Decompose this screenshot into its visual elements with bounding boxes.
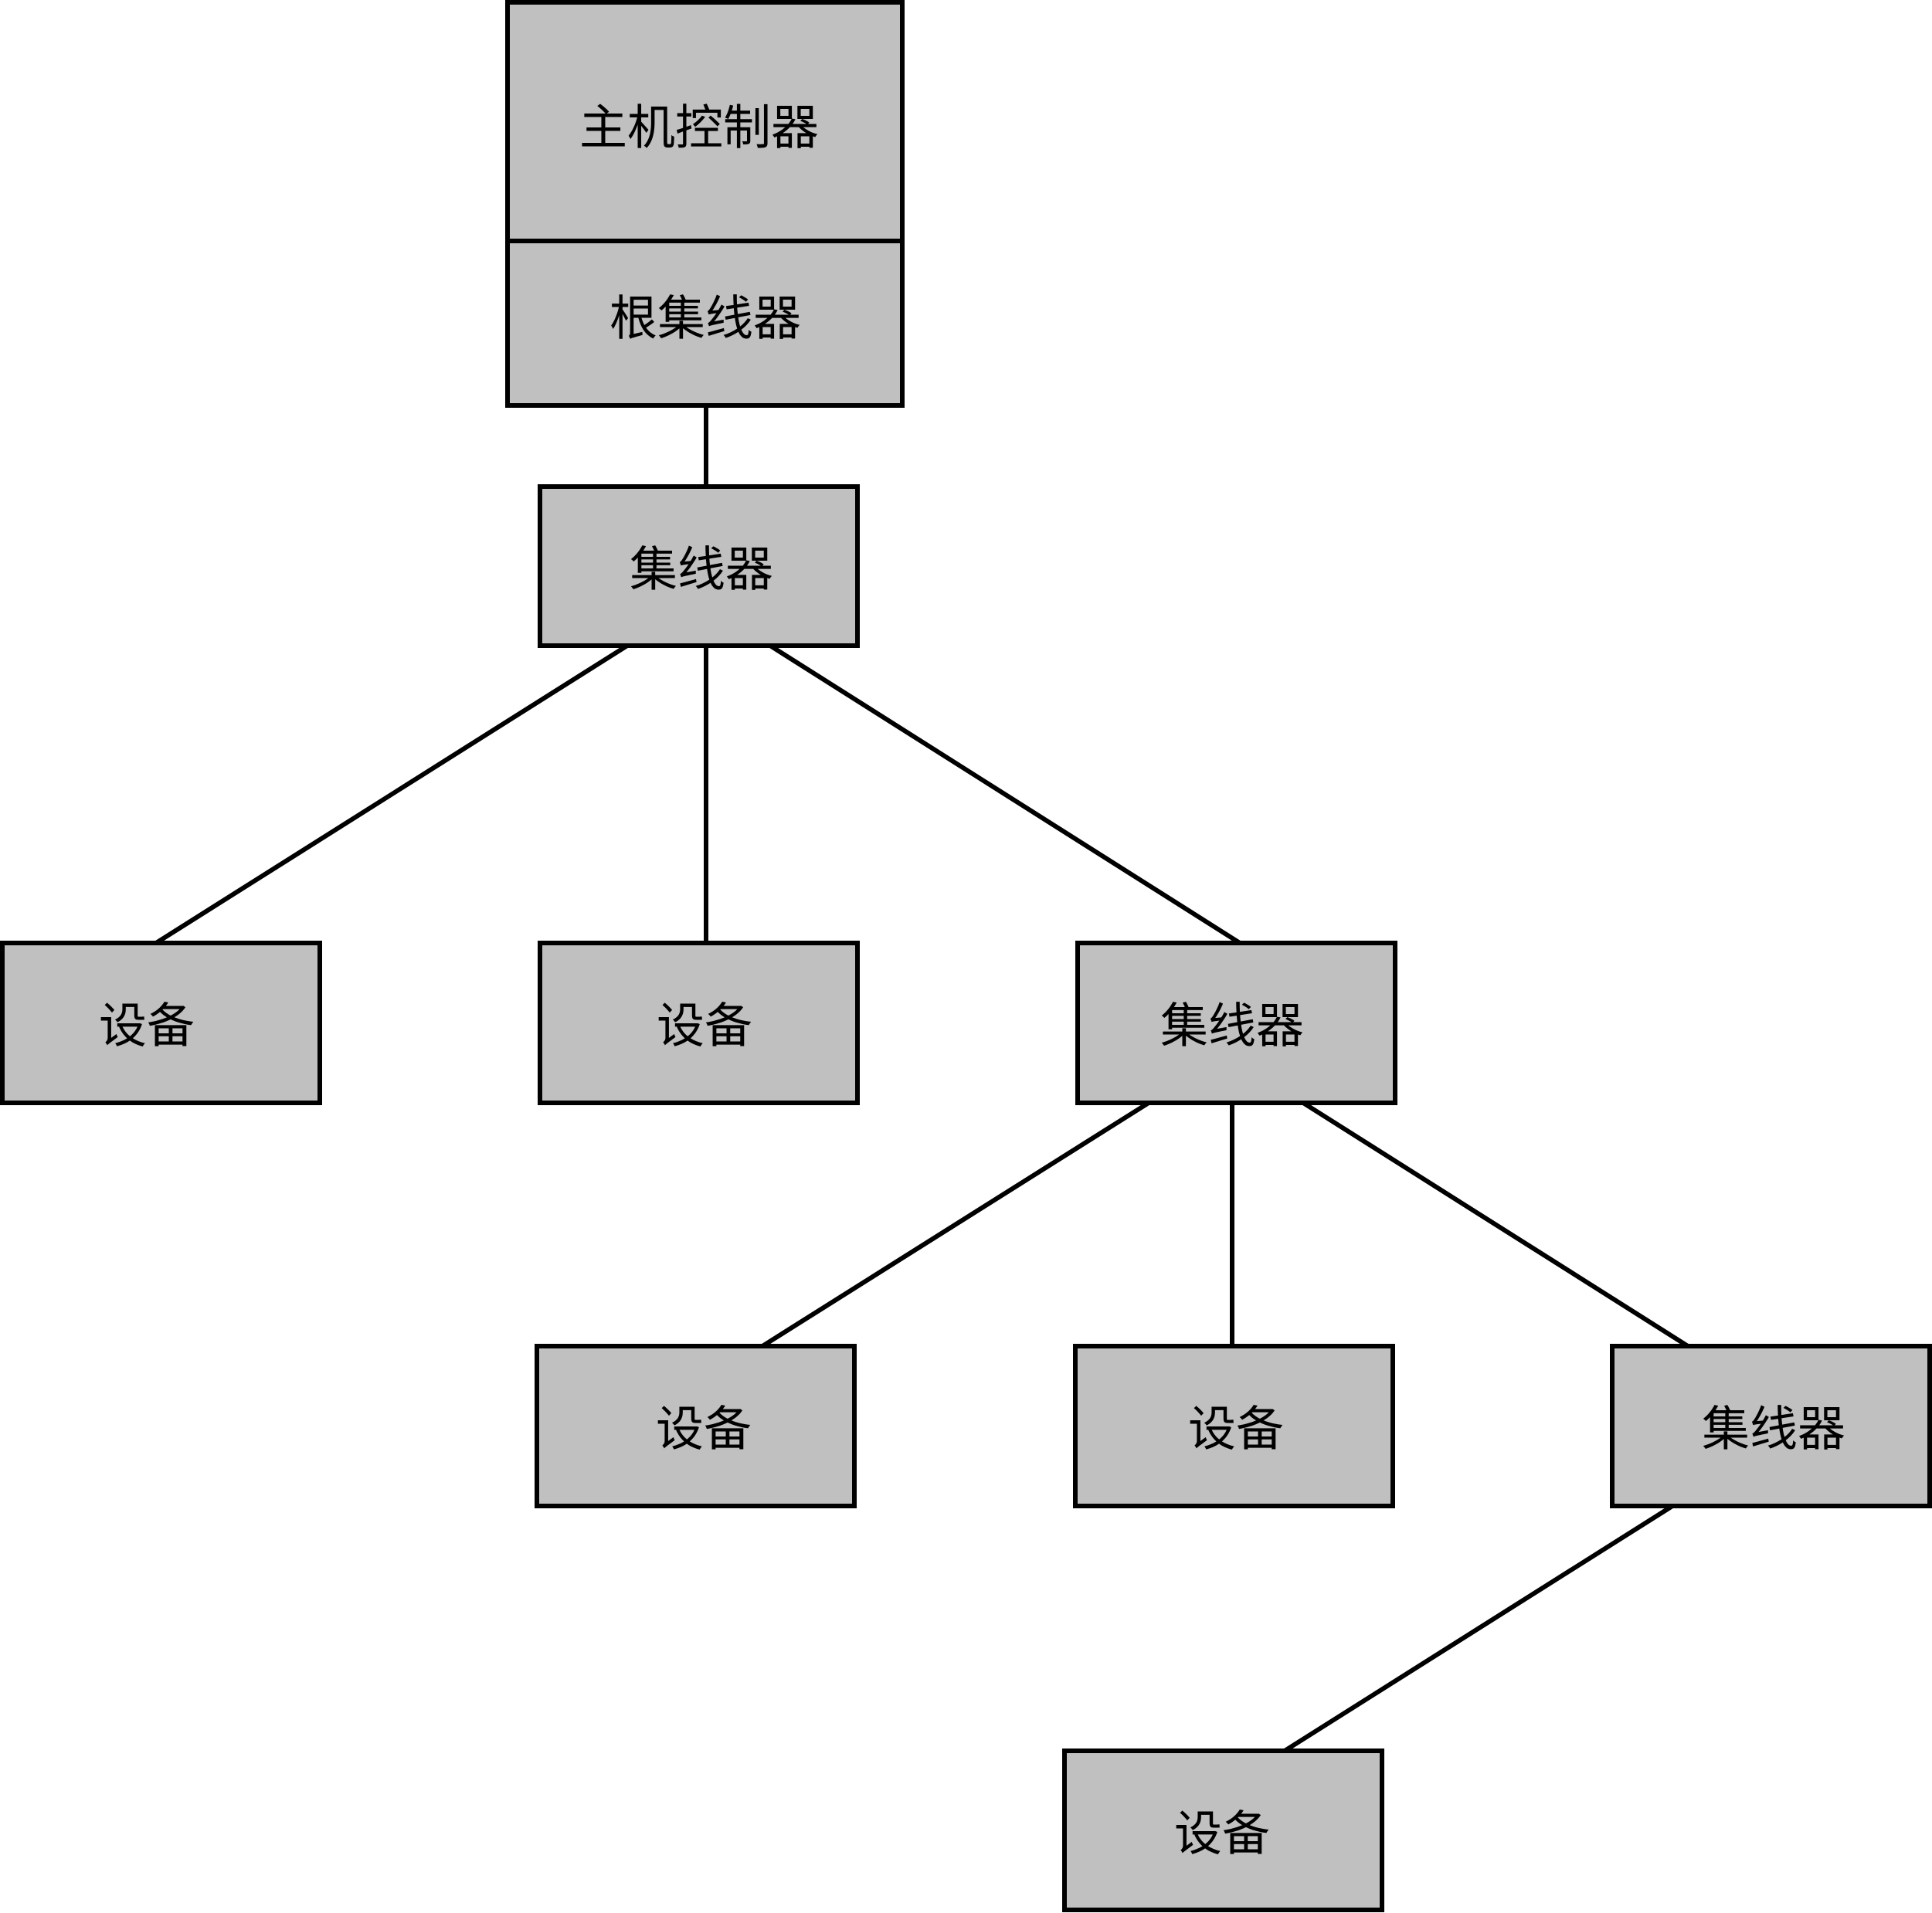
edge-hub-1-to-hub-2: [769, 643, 1241, 945]
device-5-label: 设备: [1174, 1806, 1270, 1862]
device-1-label: 设备: [99, 998, 195, 1054]
device-node-2: 设备: [538, 941, 860, 1105]
device-node-4: 设备: [1073, 1344, 1395, 1508]
hub-node-1: 集线器: [538, 484, 860, 648]
edges: [154, 405, 1689, 1753]
edge-hub-1-to-device-1: [154, 643, 629, 945]
device-2-label: 设备: [657, 998, 752, 1054]
edge-hub-3-to-device-5: [1283, 1504, 1674, 1753]
root-hub-label: 根集线器: [609, 290, 801, 347]
edge-hub-2-to-hub-3: [1302, 1101, 1689, 1348]
device-node-3: 设备: [535, 1344, 857, 1508]
device-3-label: 设备: [656, 1401, 752, 1457]
device-4-label: 设备: [1188, 1401, 1284, 1457]
edge-hub-2-to-device-3: [761, 1101, 1150, 1348]
hub-3-label: 集线器: [1702, 1401, 1845, 1457]
host-controller-node: 主机控制器: [505, 0, 905, 243]
device-node-5: 设备: [1062, 1748, 1384, 1912]
hub-node-2: 集线器: [1075, 941, 1397, 1105]
root-hub-node: 根集线器: [505, 239, 905, 408]
host-controller-label: 主机控制器: [579, 100, 819, 156]
device-node-1: 设备: [0, 941, 322, 1105]
hub-1-label: 集线器: [630, 541, 773, 598]
hub-node-3: 集线器: [1610, 1344, 1932, 1508]
hub-2-label: 集线器: [1160, 998, 1304, 1054]
